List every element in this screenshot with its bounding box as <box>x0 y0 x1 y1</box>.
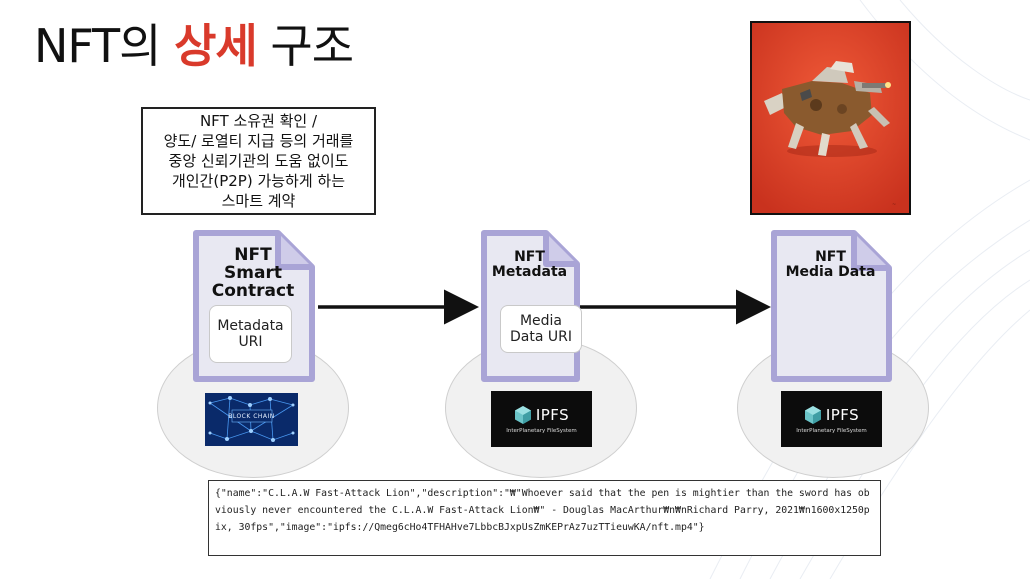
ipfs-logo-name: IPFS <box>535 405 570 424</box>
ipfs-logo-1: IPFS InterPlanetary FileSystem <box>491 391 592 447</box>
mech-lion-figure <box>764 61 891 156</box>
blockchain-network-icon <box>208 396 295 442</box>
blockchain-logo-text: BLOCK CHAIN <box>228 413 275 420</box>
title-prefix: NFT의 <box>34 19 175 73</box>
node-media-data-label: NFT Media Data <box>785 249 876 280</box>
ipfs-cube-icon <box>514 405 531 424</box>
smart-contract-callout: NFT 소유권 확인 / 양도/ 로열티 지급 등의 거래를 중앙 신뢰기관의 … <box>141 107 376 215</box>
title-accent: 상세 <box>174 19 258 73</box>
node-smart-contract-label: NFT Smart Contract <box>211 245 295 301</box>
ipfs-logo-name: IPFS <box>825 405 860 424</box>
ipfs-logo-subtitle: InterPlanetary FileSystem <box>796 427 867 434</box>
nft-artwork-image: ~ <box>750 21 911 215</box>
blockchain-logo: BLOCK CHAIN <box>205 393 298 446</box>
document-icon <box>771 230 892 382</box>
svg-text:~: ~ <box>892 202 896 208</box>
page-title: NFT의 상세 구조 <box>34 10 354 76</box>
node-metadata-inner: Media Data URI <box>500 305 582 353</box>
node-metadata-label: NFT Metadata <box>491 249 568 280</box>
title-suffix: 구조 <box>256 19 354 73</box>
ipfs-cube-icon <box>804 405 821 424</box>
ipfs-logo-2: IPFS InterPlanetary FileSystem <box>781 391 882 447</box>
node-smart-contract-inner: Metadata URI <box>209 305 292 363</box>
metadata-json-box: {"name":"C.L.A.W Fast-Attack Lion","desc… <box>208 480 881 556</box>
ipfs-logo-subtitle: InterPlanetary FileSystem <box>506 427 577 434</box>
